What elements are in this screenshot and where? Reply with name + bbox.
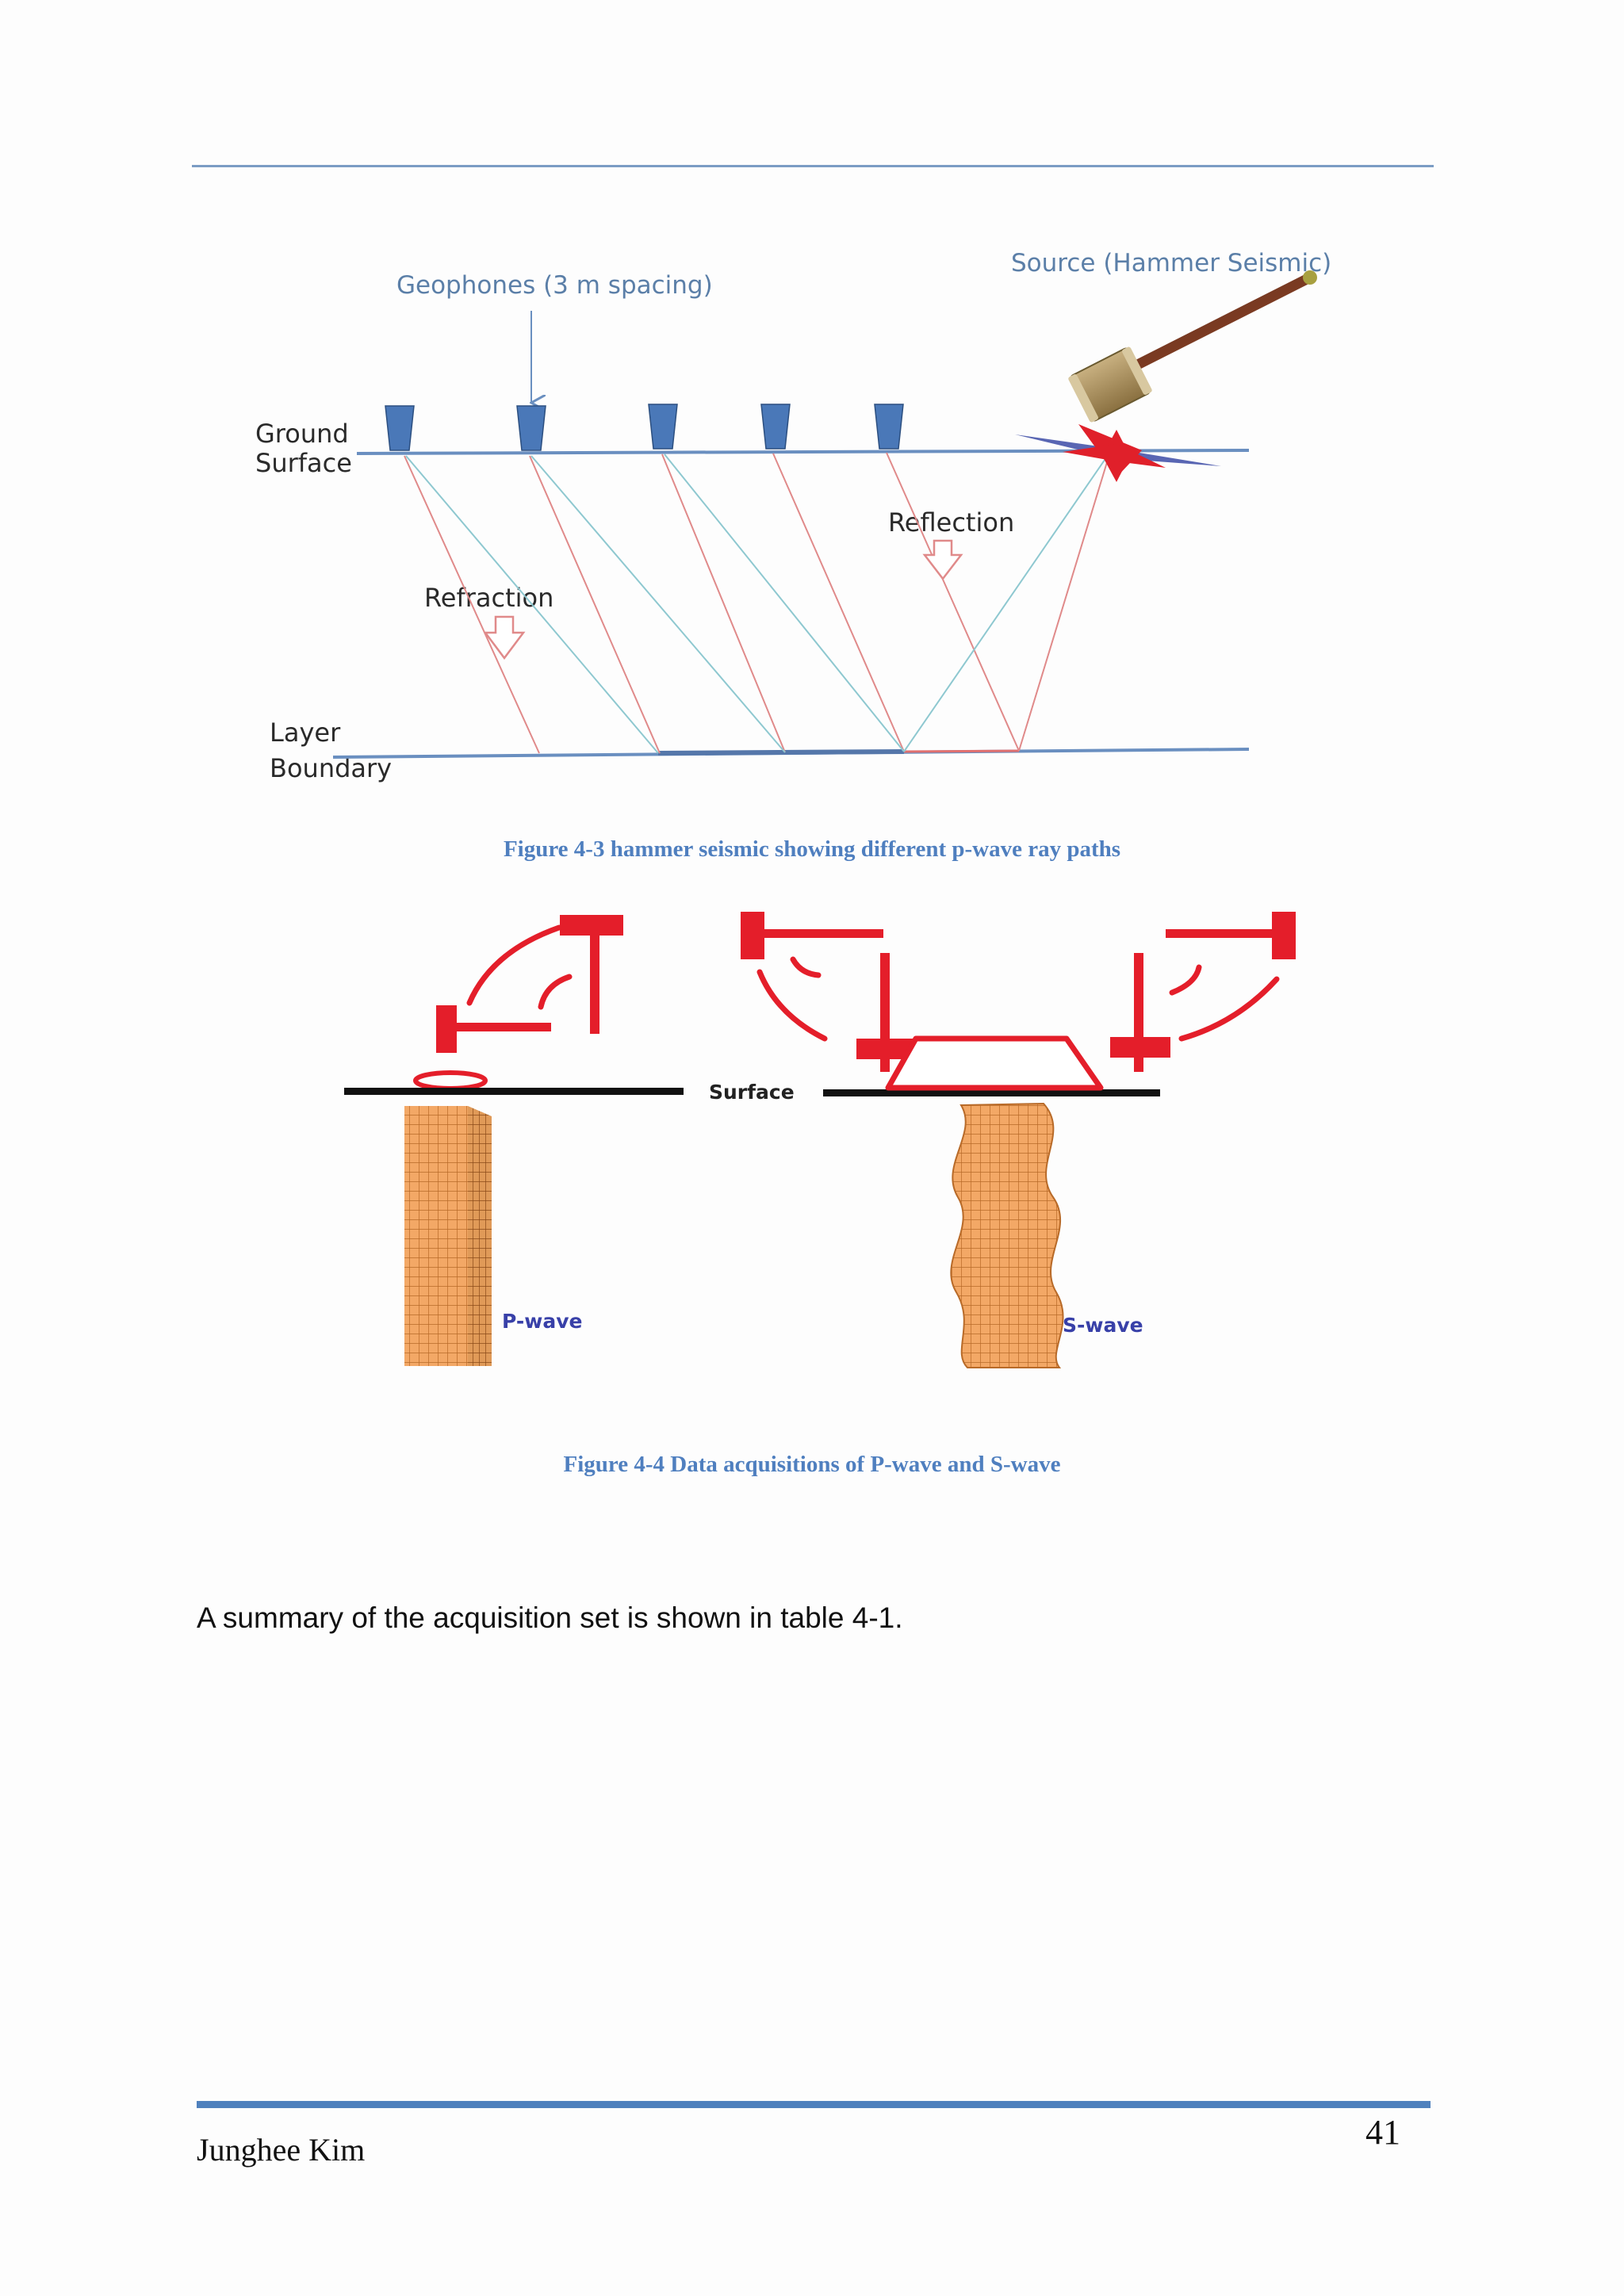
source-label: Source (Hammer Seismic) — [1011, 249, 1331, 277]
boundary-red-segment — [903, 749, 1020, 753]
summary-paragraph: A summary of the acquisition set is show… — [197, 1601, 903, 1634]
reflection-arrow-icon — [922, 539, 963, 581]
page-number: 41 — [1365, 2113, 1400, 2152]
layer-label-line1: Layer — [270, 718, 341, 748]
figure-4-3-caption: Figure 4-3 hammer seismic showing differ… — [503, 836, 1121, 862]
reflection-label: Reflection — [888, 507, 1014, 538]
p-wave-motion-arcs — [466, 924, 573, 1010]
geophones-label: Geophones (3 m spacing) — [396, 271, 713, 300]
figure-4-3-diagram: Geophones (3 m spacing) Source (Hammer S… — [255, 249, 1331, 783]
s-wave-motion-arcs — [756, 956, 1280, 1042]
geophones — [385, 404, 904, 451]
geophone-3 — [648, 404, 678, 450]
s-wave-block — [950, 1102, 1064, 1368]
s-wave-label: S-wave — [1063, 1314, 1143, 1337]
p-wave-impact-ring — [413, 1070, 488, 1091]
boundary-highlight — [657, 749, 905, 756]
hammer-icon — [1068, 270, 1317, 423]
s-wave-hammer-right-icon — [1110, 912, 1296, 1072]
figure-4-4-caption: Figure 4-4 Data acquisitions of P-wave a… — [563, 1452, 1061, 1477]
refraction-rays — [404, 451, 1111, 754]
refraction-label: Refraction — [424, 583, 553, 613]
p-wave-label: P-wave — [502, 1310, 582, 1333]
reflection-rays — [405, 451, 1111, 754]
refraction-arrow-icon — [483, 615, 526, 660]
p-wave-block — [404, 1106, 492, 1366]
footer-rule — [197, 2101, 1431, 2108]
ground-label-line1: Ground — [255, 419, 349, 449]
geophone-2 — [516, 405, 546, 451]
geophone-1 — [385, 405, 415, 451]
surface-line-left — [344, 1088, 684, 1095]
source-burst — [1015, 424, 1221, 482]
ground-label-line2: Surface — [255, 448, 352, 478]
surface-line-right — [823, 1089, 1160, 1096]
footer-author: Junghee Kim — [197, 2132, 366, 2168]
surface-label: Surface — [709, 1081, 795, 1104]
geophone-4 — [760, 404, 791, 450]
geophone-5 — [874, 404, 904, 450]
header-rule — [192, 165, 1434, 167]
s-wave-base-plate — [885, 1035, 1104, 1091]
figure-4-4-diagram: Surface P-wave S-wave — [344, 912, 1296, 1368]
p-wave-hammer-icon — [436, 915, 623, 1053]
